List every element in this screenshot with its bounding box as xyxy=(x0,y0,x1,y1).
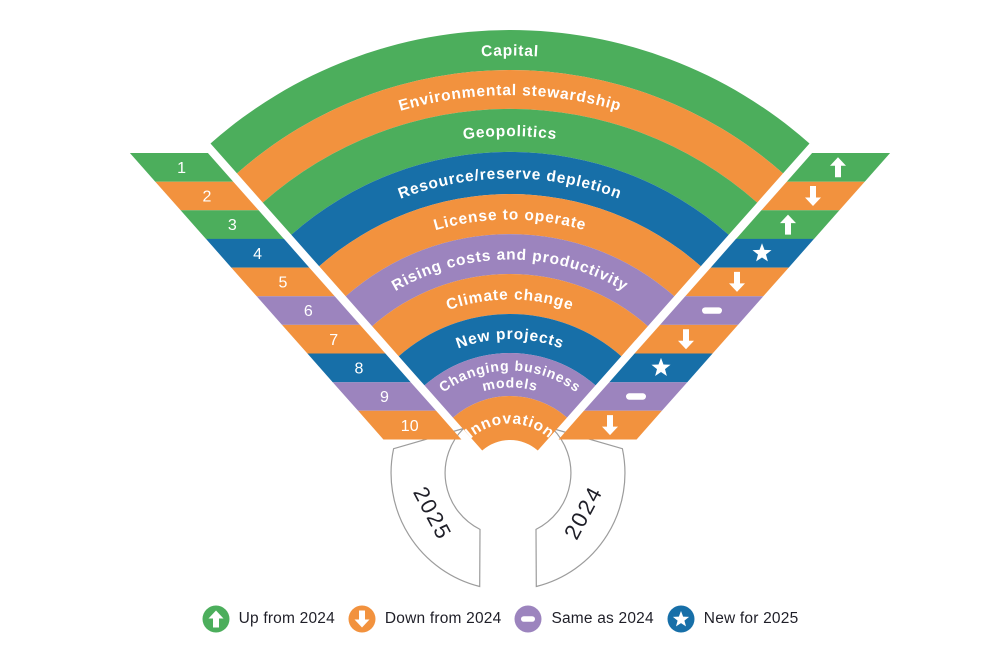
wheel-right-half xyxy=(535,427,626,588)
band-rising-costs-and-productivity xyxy=(345,234,675,327)
band-geopolitics xyxy=(262,108,758,235)
legend-item-up: Up from 2024 xyxy=(202,605,335,633)
down-arrow-icon xyxy=(602,415,618,436)
rank-number-9: 9 xyxy=(380,389,389,406)
up-arrow-icon xyxy=(830,157,846,178)
down-arrow-glyph xyxy=(354,610,370,628)
up-arrow-icon xyxy=(780,214,796,235)
legend-label-same: Same as 2024 xyxy=(551,610,654,627)
up-arrow-icon xyxy=(202,605,230,633)
up-arrow-glyph xyxy=(208,610,224,628)
rank-cell-10 xyxy=(358,410,462,440)
rank-number-3: 3 xyxy=(228,217,237,234)
rank-cell-9 xyxy=(332,382,437,411)
band-capital xyxy=(210,30,810,174)
rank-cell-7 xyxy=(282,324,386,354)
down-arrow-icon xyxy=(805,185,821,206)
band-label-capital: Capital xyxy=(481,42,540,60)
star-icon xyxy=(651,357,671,376)
legend: Up from 2024 Down from 2024 Same as 2024… xyxy=(0,605,1000,633)
rank-number-4: 4 xyxy=(253,246,262,263)
rank-cell-6 xyxy=(256,296,360,325)
rank-number-2: 2 xyxy=(202,189,211,206)
star-icon xyxy=(667,605,695,633)
star-icon xyxy=(752,243,772,262)
rank-number-6: 6 xyxy=(304,303,313,320)
down-arrow-icon xyxy=(348,605,376,633)
rank-cell-4 xyxy=(206,238,310,268)
legend-item-same: Same as 2024 xyxy=(514,605,654,633)
legend-label-up: Up from 2024 xyxy=(238,610,335,627)
band-label-geopolitics: Geopolitics xyxy=(462,123,558,143)
band-license-to-operate xyxy=(319,194,701,297)
dash-glyph xyxy=(521,616,536,622)
legend-item-new: New for 2025 xyxy=(667,605,799,633)
rank-number-10: 10 xyxy=(401,418,419,435)
rank-number-5: 5 xyxy=(279,275,288,292)
rank-cell-8 xyxy=(307,353,411,383)
legend-item-down: Down from 2024 xyxy=(348,605,502,633)
dash-icon xyxy=(514,605,542,633)
legend-label-down: Down from 2024 xyxy=(384,610,502,627)
dash-icon xyxy=(626,393,646,400)
star-glyph xyxy=(672,611,689,627)
dash-icon xyxy=(702,307,722,314)
band-environmental-stewardship xyxy=(237,69,783,203)
band-changing-business-models xyxy=(424,352,596,418)
rank-number-7: 7 xyxy=(329,332,338,349)
rank-number-1: 1 xyxy=(177,160,186,177)
rank-number-8: 8 xyxy=(355,360,364,377)
wheel-left-half xyxy=(390,427,481,588)
band-climate-change xyxy=(372,274,648,357)
legend-label-new: New for 2025 xyxy=(703,610,799,627)
rank-cell-3 xyxy=(180,210,284,239)
rank-cell-5 xyxy=(231,267,335,297)
band-innovation xyxy=(453,395,567,451)
down-arrow-icon xyxy=(678,329,694,350)
down-arrow-icon xyxy=(729,271,745,292)
band-new-projects xyxy=(398,314,622,386)
rank-cell-2 xyxy=(155,181,259,211)
rank-cell-1 xyxy=(129,153,234,182)
band-resource-reserve-depletion xyxy=(291,151,729,267)
